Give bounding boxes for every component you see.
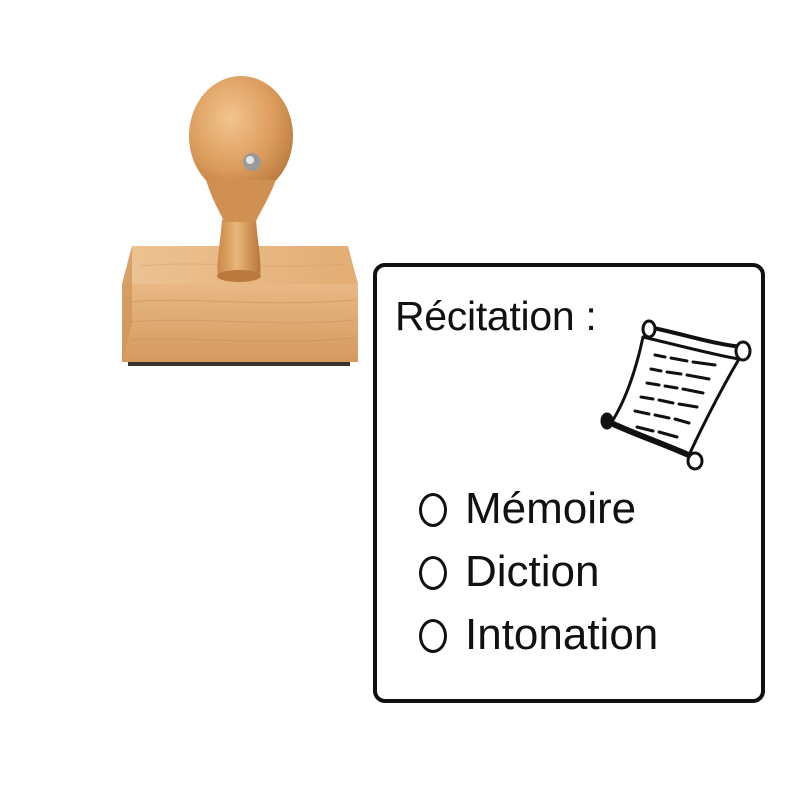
circle-icon [419, 555, 447, 590]
stamp-imprint: Récitation : [373, 263, 765, 703]
scroll-icon [597, 315, 757, 473]
option-intonation: Intonation [419, 603, 658, 666]
stamp-title: Récitation : [395, 293, 597, 339]
option-memoire: Mémoire [419, 477, 658, 540]
option-label: Intonation [465, 609, 659, 659]
circle-icon [419, 618, 447, 653]
wooden-stamp-icon [122, 76, 358, 366]
option-list: Mémoire Diction Intonation [419, 477, 658, 666]
wooden-stamp-image [110, 70, 370, 380]
option-label: Diction [465, 546, 600, 596]
option-diction: Diction [419, 540, 658, 603]
option-label: Mémoire [465, 483, 637, 533]
circle-icon [419, 492, 447, 527]
